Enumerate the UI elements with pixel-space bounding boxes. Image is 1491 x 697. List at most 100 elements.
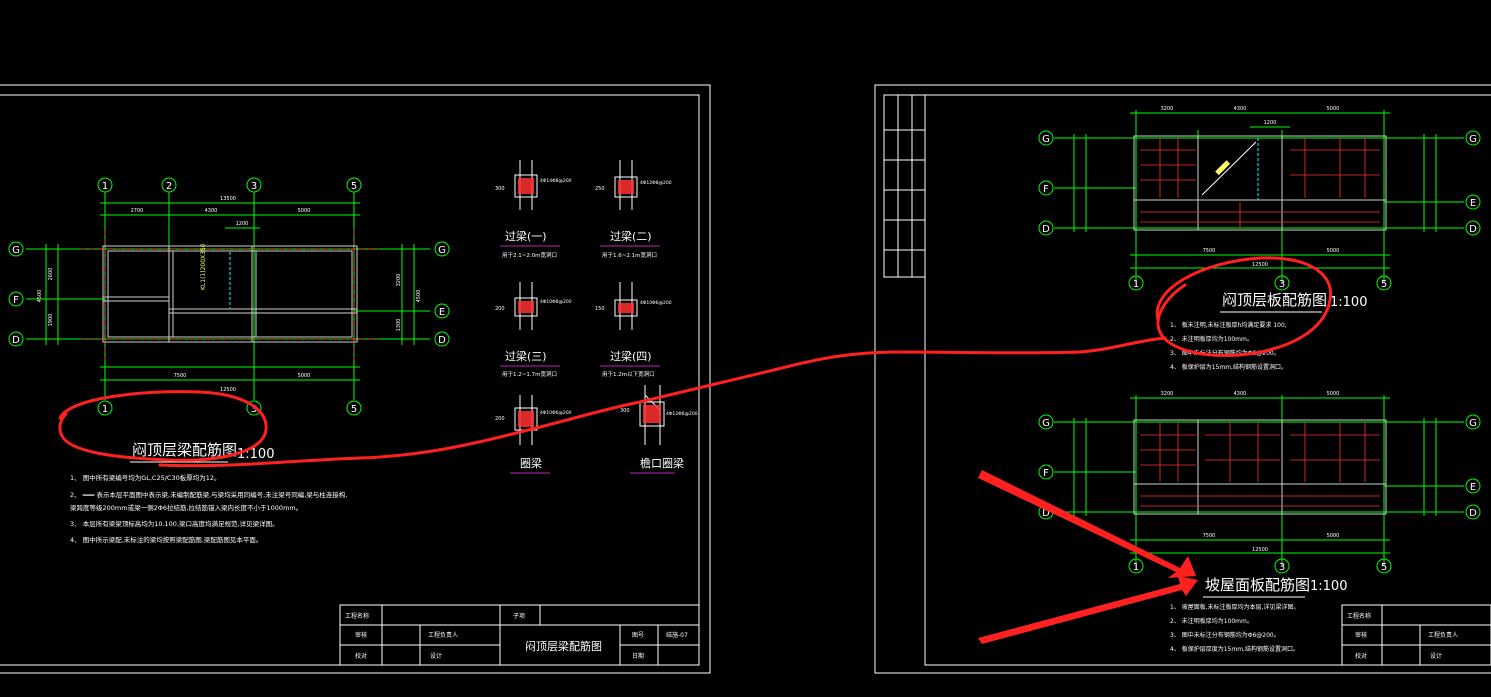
dim-bottom-total: 12500 bbox=[1252, 547, 1268, 553]
grid-bubble-label: 5 bbox=[1381, 562, 1387, 573]
dim-top-d: 1200 bbox=[1264, 120, 1277, 126]
grid-bubble-label: 1 bbox=[102, 181, 108, 192]
section-bar: 4Φ10Φ8@200 bbox=[540, 299, 572, 305]
tb-subitem-label: 子项 bbox=[513, 613, 525, 620]
left-grid-bubbles: 1 2 3 5 1 3 5 G F D G E D bbox=[8, 177, 450, 416]
grid-bubble-label: 1 bbox=[1133, 279, 1139, 290]
grid-bubble-label: 1 bbox=[102, 404, 108, 415]
section-dim: 300 bbox=[620, 408, 630, 414]
tb-date-label: 日期 bbox=[632, 652, 644, 660]
grid-bubble-label: G bbox=[1042, 418, 1050, 429]
grid-bubble-label: D bbox=[1469, 224, 1477, 235]
right-plan1: 3200 4300 5000 1200 7500 5000 12500 G F … bbox=[1038, 106, 1481, 371]
section-bar: 4Φ14Φ8@200 bbox=[540, 178, 572, 184]
dim-top-a: 3200 bbox=[1161, 106, 1174, 112]
section-detail: 250 4Φ12Φ8@200 过梁(二) 用于1.6~2.1m宽洞口 bbox=[595, 160, 672, 259]
section-note: 用于1.6~2.1m宽洞口 bbox=[602, 251, 657, 259]
grid-bubble-label: E bbox=[1470, 482, 1476, 493]
grid-bubble-label: 3 bbox=[251, 181, 257, 192]
grid-bubble-label: F bbox=[1043, 468, 1049, 479]
dim-top-c: 5000 bbox=[1327, 106, 1340, 112]
right-plan2-note: 3、 图中未标注分布钢筋均为Φ6@200。 bbox=[1170, 631, 1280, 639]
grid-bubble-label: 5 bbox=[351, 404, 357, 415]
section-title: 圈梁 bbox=[520, 456, 542, 470]
dim-bottom-total: 12500 bbox=[1252, 262, 1268, 268]
dim-top-total: 13500 bbox=[220, 196, 236, 202]
grid-bubble-label: G bbox=[1469, 418, 1477, 429]
dim-left-a: 2600 bbox=[48, 268, 54, 281]
grid-bubble-label: D bbox=[1469, 508, 1477, 519]
tb-project-label: 工程名称 bbox=[345, 612, 369, 620]
red-annotations bbox=[58, 256, 1333, 468]
right-side-stamp bbox=[883, 94, 926, 278]
left-plan-scale: 1:100 bbox=[237, 447, 274, 462]
dim-top-b: 4300 bbox=[1234, 391, 1247, 397]
grid-bubble-label: 3 bbox=[1279, 562, 1285, 573]
tb-project-label: 工程名称 bbox=[1347, 612, 1371, 620]
section-detail: 200 4Φ10Φ6@200 圈梁 bbox=[495, 395, 572, 474]
section-dim: 300 bbox=[495, 186, 505, 192]
section-title: 过梁(二) bbox=[610, 229, 652, 243]
tb-check-label: 校对 bbox=[1355, 652, 1367, 660]
right-plan1-grid-bubbles: G F D G E D 1 3 5 bbox=[1038, 130, 1481, 291]
dim-top-b: 4300 bbox=[1234, 106, 1247, 112]
dim-bottom-a: 7500 bbox=[174, 373, 187, 379]
left-note: 2、 ═══ 表示本层平面图中表示梁,未编制配筋梁,与梁均采用同编号,未注梁号同… bbox=[70, 490, 347, 499]
left-title-block bbox=[339, 604, 700, 666]
right-title-block bbox=[1341, 604, 1491, 666]
left-sheet: KL1(1)200X350 13500 2700 4300 5000 1200 … bbox=[0, 84, 711, 674]
right-sheet-inner-frame bbox=[924, 94, 1491, 666]
highlight-circle-right bbox=[1155, 256, 1333, 357]
tb-design-label: 设计 bbox=[1430, 652, 1442, 660]
left-plan-beams bbox=[102, 245, 358, 343]
dim-bottom-a: 7500 bbox=[1203, 248, 1216, 254]
section-detail: 300 4Φ14Φ8@200 过梁(一) 用于2.1~2.0m宽洞口 bbox=[495, 160, 572, 259]
grid-bubble-label: G bbox=[438, 245, 446, 256]
grid-bubble-label: F bbox=[1043, 184, 1049, 195]
beam-label: KL1(1)200X350 bbox=[200, 243, 207, 290]
grid-bubble-label: G bbox=[1469, 134, 1477, 145]
red-arrows bbox=[978, 470, 1198, 644]
grid-bubble-label: 5 bbox=[351, 181, 357, 192]
tb-check-label: 校对 bbox=[355, 652, 367, 660]
section-note: 用于1.2~1.7m宽洞口 bbox=[502, 370, 557, 378]
grid-bubble-label: D bbox=[438, 335, 446, 346]
section-bar: 4Φ10Φ6@200 bbox=[640, 300, 672, 306]
grid-bubble-label: D bbox=[1042, 224, 1050, 235]
dim-left-b: 1900 bbox=[48, 314, 54, 327]
tb-review-label: 审核 bbox=[355, 631, 367, 639]
dim-bottom-b: 5000 bbox=[1327, 248, 1340, 254]
right-plan2: 3200 4300 5000 7500 5000 12500 G F D G E… bbox=[1038, 391, 1481, 653]
right-plan1-note: 1、 板未注明,未标注板厚h均满足要求 100, bbox=[1170, 321, 1287, 329]
dim-right-a: 3200 bbox=[396, 274, 402, 287]
dim-right-b: 1300 bbox=[396, 319, 402, 332]
tb-leader-label: 工程负责人 bbox=[428, 631, 458, 639]
dim-left-total: 4500 bbox=[37, 290, 43, 303]
section-detail: 150 4Φ10Φ6@200 过梁(四) 用于1.2m以下宽洞口 bbox=[595, 282, 672, 378]
grid-bubble-label: 1 bbox=[1133, 562, 1139, 573]
section-dim: 250 bbox=[595, 186, 605, 192]
dim-top-d: 1200 bbox=[236, 221, 249, 227]
dim-top-a: 2700 bbox=[131, 208, 144, 214]
right-sheet: 3200 4300 5000 1200 7500 5000 12500 G F … bbox=[874, 84, 1491, 674]
tb-design-label: 设计 bbox=[430, 652, 442, 660]
right-plan2-scale: 1:100 bbox=[1310, 579, 1347, 594]
arrow-lower bbox=[978, 576, 1198, 644]
dim-bottom-a: 7500 bbox=[1203, 533, 1216, 539]
section-detail: 200 4Φ10Φ8@200 过梁(三) 用于1.2~1.7m宽洞口 bbox=[495, 282, 572, 378]
section-note: 用于2.1~2.0m宽洞口 bbox=[502, 251, 557, 259]
left-sheet-outer-frame bbox=[0, 84, 711, 674]
grid-bubble-label: 3 bbox=[251, 404, 257, 415]
right-plan2-note: 1、 坡屋面板,未标注板厚均为本层,详见梁详图。 bbox=[1170, 603, 1300, 611]
grid-bubble-label: 2 bbox=[166, 181, 172, 192]
grid-bubble-label: G bbox=[1042, 134, 1050, 145]
section-title: 过梁(一) bbox=[505, 229, 547, 243]
right-plan1-note: 3、 图中未标注分布钢筋均为Φ6@200。 bbox=[1170, 349, 1280, 357]
grid-bubble-label: D bbox=[12, 335, 20, 346]
right-sheet-outer-frame bbox=[874, 84, 1491, 674]
dim-bottom-b: 5000 bbox=[298, 373, 311, 379]
grid-bubble-label: E bbox=[439, 307, 445, 318]
right-plan1-note: 4、 板保护层为15mm,结构钢筋设置洞口。 bbox=[1170, 363, 1287, 371]
grid-bubble-label: F bbox=[13, 295, 19, 306]
